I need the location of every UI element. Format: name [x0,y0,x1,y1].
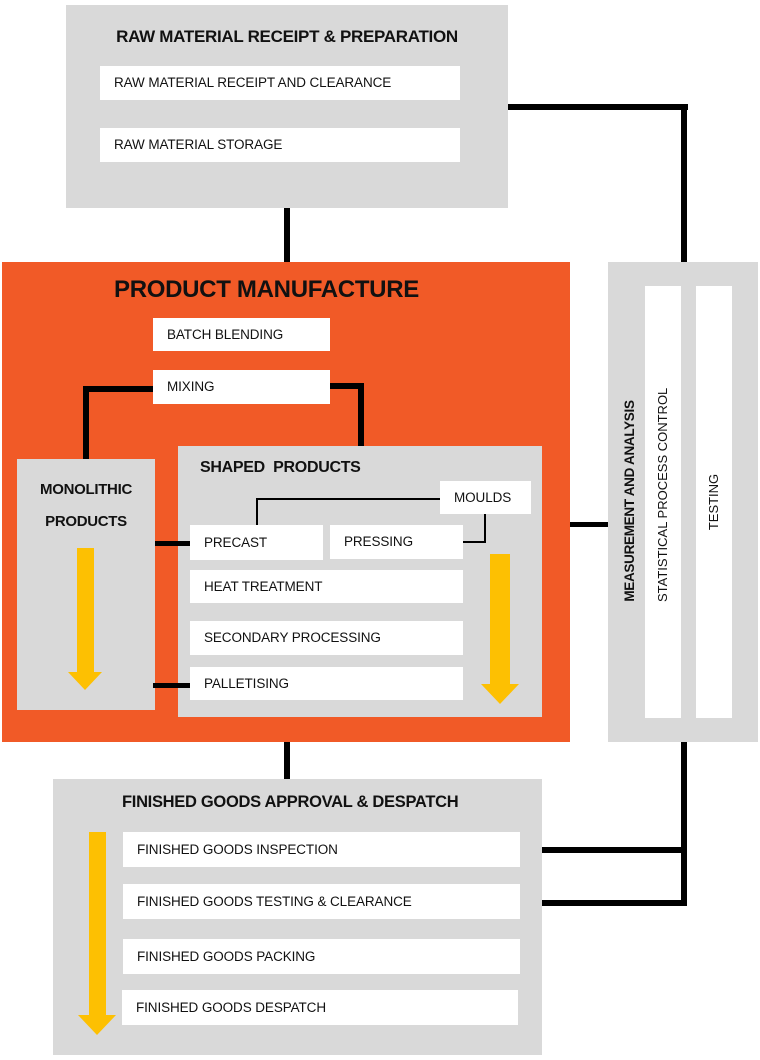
finished-goods-inspection-step[interactable]: FINISHED GOODS INSPECTION [123,832,520,867]
testing-label: TESTING [706,473,721,531]
pressing-step[interactable]: PRESSING [330,525,463,559]
shaped-flow-arrow-head [481,684,519,704]
finished-goods-despatch-step[interactable]: FINISHED GOODS DESPATCH [122,990,518,1025]
connector-mixing-to-monolithic-v [83,386,89,461]
secondary-processing-step[interactable]: SECONDARY PROCESSING [190,621,463,655]
palletising-step[interactable]: PALLETISING [190,667,463,700]
measurement-analysis-title: MEASUREMENT AND ANALYSIS [622,400,637,602]
raw-material-storage-step[interactable]: RAW MATERIAL STORAGE [100,128,460,162]
connector-mixing-to-monolithic-h [83,386,155,392]
measurement-analysis-section: MEASUREMENT AND ANALYSIS [608,262,758,742]
connector-measurement-to-finished-v [681,740,687,906]
connector-moulds-to-precast-v [256,498,258,526]
connector-raw-to-measurement-v [681,104,687,264]
connector-monolithic-to-palletising [153,683,191,688]
finished-goods-testing-clearance-step[interactable]: FINISHED GOODS TESTING & CLEARANCE [123,884,520,919]
statistical-process-control-label: STATISTICAL PROCESS CONTROL [655,387,670,602]
shaped-flow-arrow-shaft [490,554,510,686]
connector-measurement-to-inspection [518,847,687,853]
connector-mixing-to-shaped-h [328,383,364,389]
connector-manufacture-to-finished [284,740,290,781]
moulds-step[interactable]: MOULDS [440,481,531,514]
finished-goods-packing-step[interactable]: FINISHED GOODS PACKING [123,939,520,974]
shaped-products-title: SHAPED PRODUCTS [200,459,361,476]
connector-manufacture-to-measurement [568,522,610,527]
raw-material-section: RAW MATERIAL RECEIPT & PREPARATION [66,5,508,208]
monolithic-title-line1: MONOLITHIC [40,481,132,498]
mixing-step[interactable]: MIXING [153,370,330,404]
raw-material-title: RAW MATERIAL RECEIPT & PREPARATION [116,27,458,46]
connector-raw-to-measurement-h [506,104,688,110]
finished-goods-flow-arrow-head [78,1015,116,1035]
batch-blending-step[interactable]: BATCH BLENDING [153,318,330,351]
connector-monolithic-to-precast [155,541,191,546]
monolithic-flow-arrow-head [68,672,102,690]
product-manufacture-title: PRODUCT MANUFACTURE [114,276,419,303]
precast-step[interactable]: PRECAST [190,525,323,560]
connector-moulds-to-pressing-v [484,513,486,543]
connector-mixing-to-shaped-v [358,383,364,448]
monolithic-products-box: MONOLITHIC PRODUCTS [17,459,155,710]
connector-moulds-to-pressing-h [462,541,486,543]
testing-column[interactable]: TESTING [696,286,732,718]
connector-raw-to-manufacture [284,206,290,264]
raw-material-receipt-step[interactable]: RAW MATERIAL RECEIPT AND CLEARANCE [100,66,460,100]
monolithic-flow-arrow-shaft [77,548,94,674]
heat-treatment-step[interactable]: HEAT TREATMENT [190,570,463,603]
connector-measurement-to-testing [518,900,687,906]
finished-goods-title: FINISHED GOODS APPROVAL & DESPATCH [122,793,459,811]
finished-goods-flow-arrow-shaft [89,832,106,1017]
monolithic-title-line2: PRODUCTS [45,513,127,530]
connector-moulds-to-precast-h [256,498,442,500]
statistical-process-control-column[interactable]: STATISTICAL PROCESS CONTROL [645,286,681,718]
